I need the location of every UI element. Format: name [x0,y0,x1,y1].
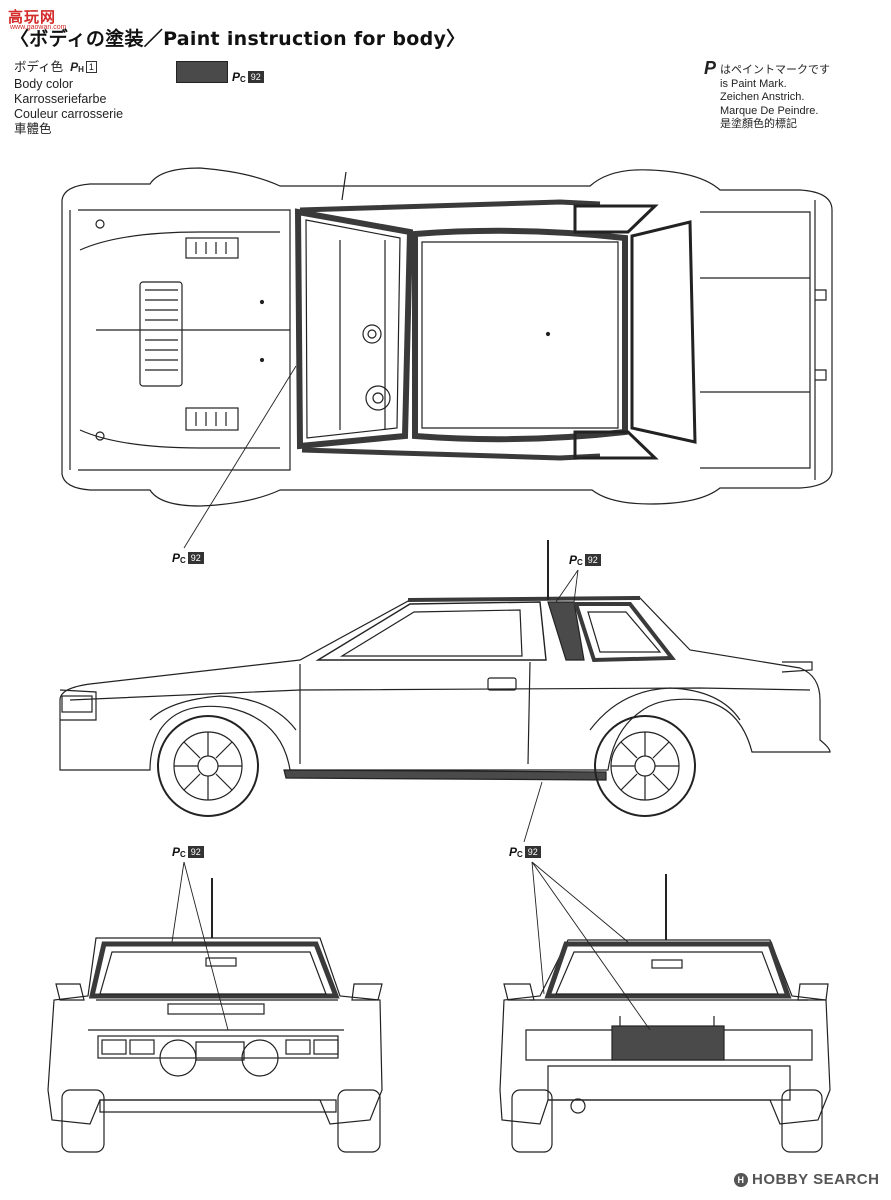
page-title: 〈ボディの塗装／Paint instruction for body〉 [10,28,466,50]
paint-mark-icon: PH [70,60,84,74]
paint-mark-icon: PC [232,70,246,84]
color-swatch [176,61,228,83]
legend-line-fr: Couleur carrosserie [14,107,124,121]
legend-line-de: Karrosseriefarbe [14,92,107,106]
car-rear-view [499,874,831,1153]
car-side-view [59,540,831,817]
watermark-logo: 高玩网 www.gaowan.com [8,9,67,31]
paint-code-box: 1 [85,61,97,73]
paint-mark-icon: P [704,58,717,78]
car-front-view [47,878,383,1153]
paint-mark-note: P はペイントマークです is Paint Mark. Zeichen Anst… [704,58,830,130]
car-top-view [61,167,833,507]
legend-line-zh: 車體色 [14,122,52,136]
legend-line-en: Body color [14,77,74,91]
